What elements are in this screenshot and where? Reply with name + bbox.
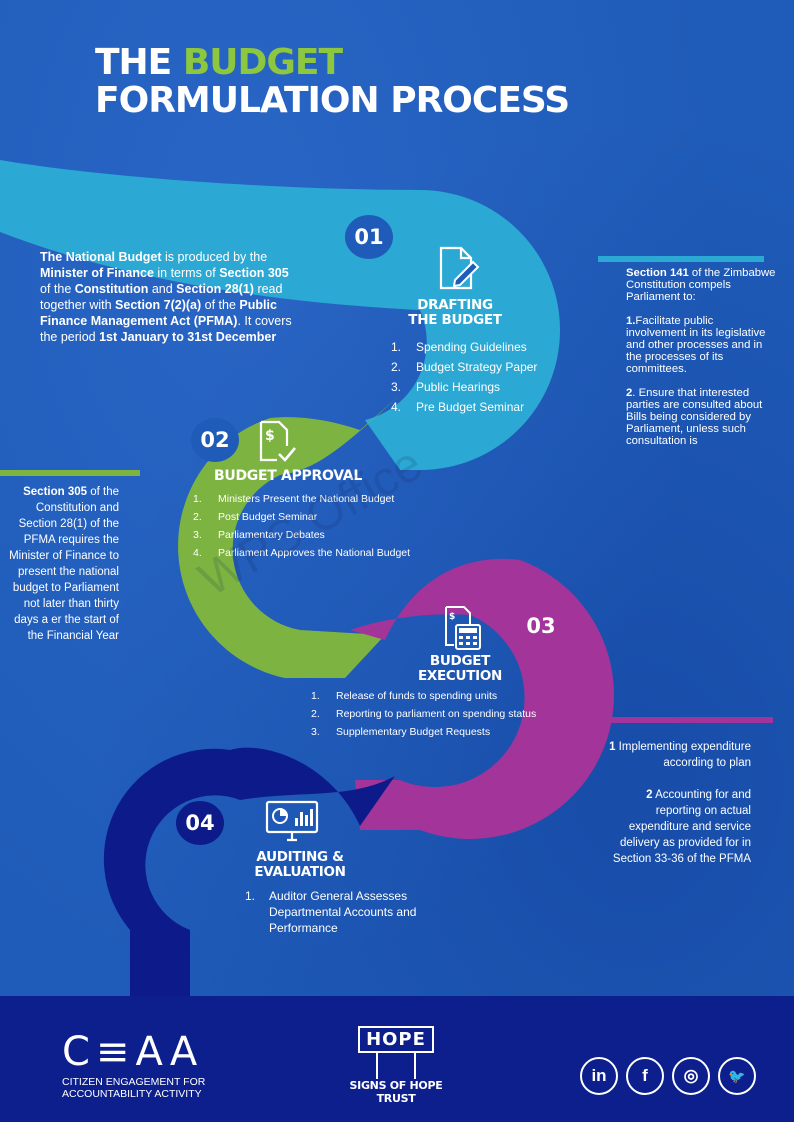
- list-item: 2.Reporting to parliament on spending st…: [311, 708, 537, 720]
- list-item: 1.Release of funds to spending units: [311, 690, 498, 702]
- svg-text:$: $: [449, 612, 455, 622]
- step-heading-04: AUDITING &EVALUATION: [254, 849, 346, 880]
- title-accent: BUDGET: [182, 42, 343, 83]
- ceaa-logo: C≡AA CITIZEN ENGAGEMENT FOR ACCOUNTABILI…: [62, 1029, 206, 1100]
- list-item: 1.Ministers Present the National Budget: [193, 493, 395, 505]
- svg-text:$: $: [265, 428, 275, 444]
- step-number-01: 01: [345, 215, 393, 259]
- section305-text: Section 305 of the Constitution and Sect…: [9, 486, 119, 642]
- ribbon-step-1-band: [0, 160, 560, 470]
- list-item: 4.Pre Budget Seminar: [391, 400, 525, 414]
- list-item: 1.Spending Guidelines: [391, 340, 527, 354]
- line-implementation: [575, 717, 773, 723]
- step-list-01: 1.Spending Guidelines 2.Budget Strategy …: [391, 337, 591, 417]
- list-item: 3.Parliamentary Debates: [193, 529, 325, 541]
- step-heading-02: BUDGET APPROVAL: [214, 468, 362, 484]
- line-section141: [598, 256, 764, 262]
- list-item: 3.Supplementary Budget Requests: [311, 726, 491, 738]
- list-item: 3.Public Hearings: [391, 380, 501, 394]
- intro-text: The National Budget is produced by the M…: [40, 250, 292, 344]
- social-links: in f ◎ 🐦: [580, 1057, 756, 1095]
- twitter-icon[interactable]: 🐦: [718, 1057, 756, 1095]
- step-number-02: 02: [191, 418, 239, 462]
- list-item: 2.Post Budget Seminar: [193, 511, 318, 523]
- calculator-document-icon: $: [445, 606, 481, 650]
- page-title: THE BUDGET FORMULATION PROCESS: [95, 42, 570, 121]
- ribbon-step-4: [103, 747, 395, 1000]
- list-item: 4.Parliament Approves the National Budge…: [193, 547, 411, 559]
- footer: C≡AA CITIZEN ENGAGEMENT FOR ACCOUNTABILI…: [0, 996, 794, 1122]
- hope-logo: HOPE SIGNS OF HOPE TRUST: [338, 1026, 454, 1105]
- step-list-03: 1.Release of funds to spending units 2.R…: [311, 687, 581, 741]
- step-number-03: 03: [518, 605, 564, 647]
- list-item: 2.Budget Strategy Paper: [391, 360, 538, 374]
- section141-text: Section 141 of the Zimbabwe Constitution…: [626, 267, 776, 447]
- step-list-02: 1.Ministers Present the National Budget …: [193, 490, 463, 562]
- document-dollar-check-icon: $: [259, 420, 296, 462]
- monitor-analytics-icon: [265, 800, 319, 842]
- linkedin-icon[interactable]: in: [580, 1057, 618, 1095]
- line-section305: [0, 470, 140, 476]
- instagram-icon[interactable]: ◎: [672, 1057, 710, 1095]
- facebook-icon[interactable]: f: [626, 1057, 664, 1095]
- document-pen-icon: [439, 246, 480, 290]
- ribbon-step-2: [178, 395, 400, 678]
- step-number-04: 04: [176, 801, 224, 845]
- implementation-text: 1 Implementing expenditure according to …: [609, 741, 751, 865]
